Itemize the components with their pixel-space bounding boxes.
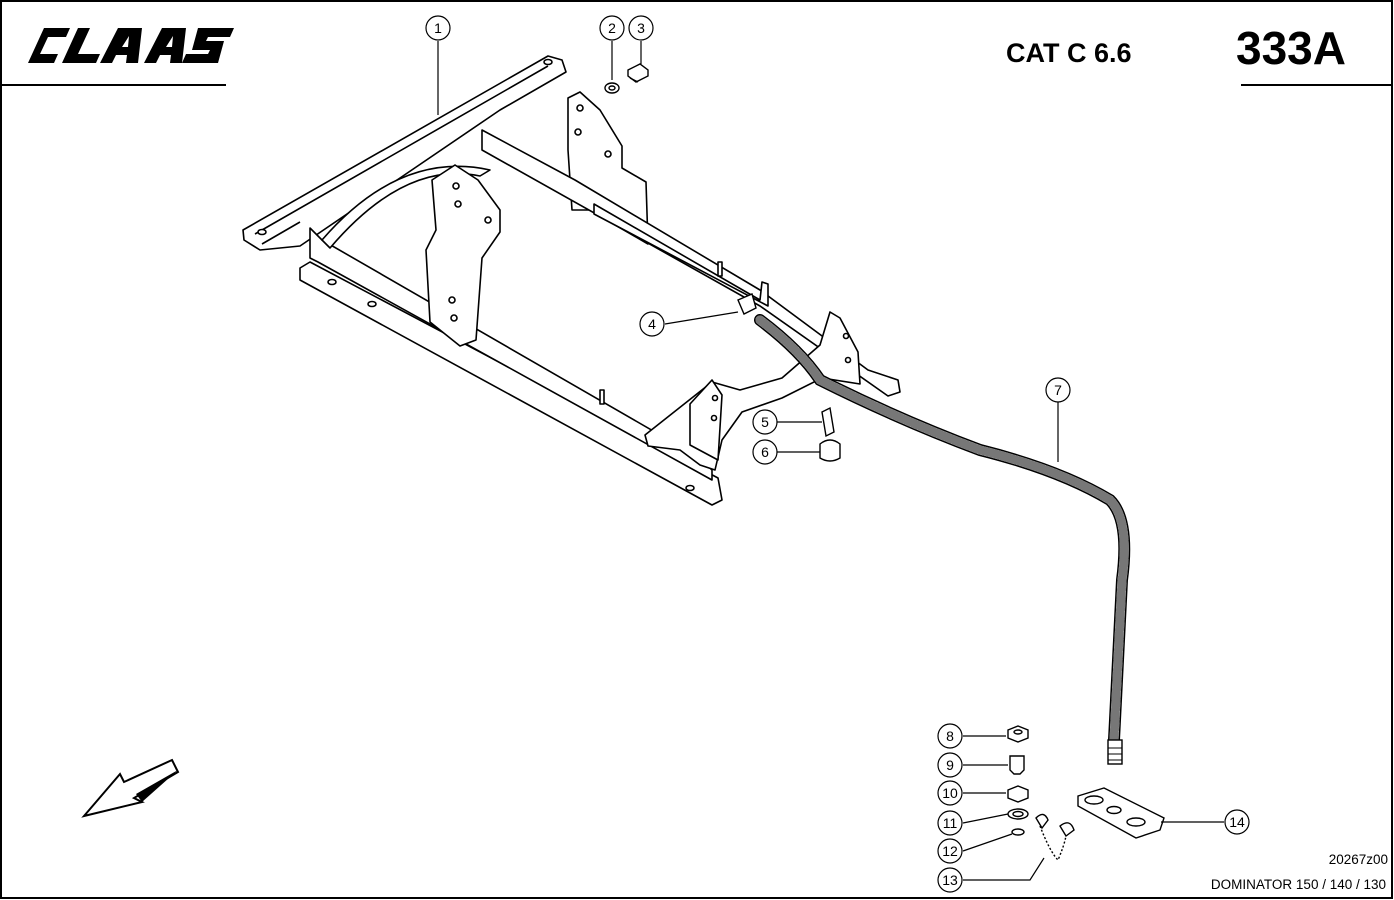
callout-8: 8 <box>937 723 963 749</box>
callout-2-label: 2 <box>608 20 616 36</box>
callout-14: 14 <box>1224 809 1250 835</box>
callout-5-label: 5 <box>761 414 769 430</box>
callout-2: 2 <box>599 15 625 41</box>
plug-left <box>1035 813 1049 830</box>
callout-3-label: 3 <box>637 20 645 36</box>
callout-11: 11 <box>937 810 963 836</box>
callout-5: 5 <box>752 409 778 435</box>
arrow-down-left-icon <box>81 758 180 818</box>
callout-4: 4 <box>639 311 665 337</box>
top-cross-beam <box>242 55 567 251</box>
claas-logo <box>28 28 234 63</box>
callout-8-label: 8 <box>946 728 954 744</box>
drawing-number: 20267z00 <box>1329 852 1388 867</box>
callout-10-label: 10 <box>942 785 958 801</box>
fitting <box>1009 755 1025 775</box>
callouts: 1 2 3 4 5 6 7 8 9 10 11 12 13 14 <box>425 15 1250 893</box>
callout-4-label: 4 <box>648 316 656 332</box>
callout-12: 12 <box>937 838 963 864</box>
hose-clip <box>819 439 841 462</box>
callout-13-label: 13 <box>942 872 958 888</box>
callout-10: 10 <box>937 780 963 806</box>
nut-2 <box>1007 785 1029 803</box>
small-parts <box>604 63 1165 862</box>
hose-clamp <box>737 293 757 315</box>
left-bracket-plate <box>425 164 501 347</box>
left-rail <box>299 261 723 506</box>
callout-13: 13 <box>937 867 963 893</box>
screw <box>627 63 649 83</box>
page-code: 333A <box>1236 22 1346 74</box>
callout-1: 1 <box>425 15 451 41</box>
frame-assembly <box>242 55 901 506</box>
leader-lines <box>437 41 1224 881</box>
callout-9-label: 9 <box>946 757 954 773</box>
callout-7: 7 <box>1045 377 1071 403</box>
curved-cradle <box>321 165 491 249</box>
hose-bracket <box>1077 787 1165 839</box>
clip <box>821 406 835 438</box>
callout-7-label: 7 <box>1054 382 1062 398</box>
callout-6: 6 <box>752 439 778 465</box>
o-ring <box>1011 828 1025 836</box>
callout-3: 3 <box>628 15 654 41</box>
engine-title: CAT C 6.6 <box>1006 38 1132 68</box>
model-range: DOMINATOR 150 / 140 / 130 <box>1211 877 1386 892</box>
plug-right <box>1059 822 1075 838</box>
callout-1-label: 1 <box>434 20 442 36</box>
callout-11-label: 11 <box>943 815 958 831</box>
callout-14-label: 14 <box>1229 814 1245 830</box>
hose <box>754 314 1131 765</box>
callout-6-label: 6 <box>761 444 769 460</box>
callout-12-label: 12 <box>942 843 958 859</box>
callout-9: 9 <box>937 752 963 778</box>
